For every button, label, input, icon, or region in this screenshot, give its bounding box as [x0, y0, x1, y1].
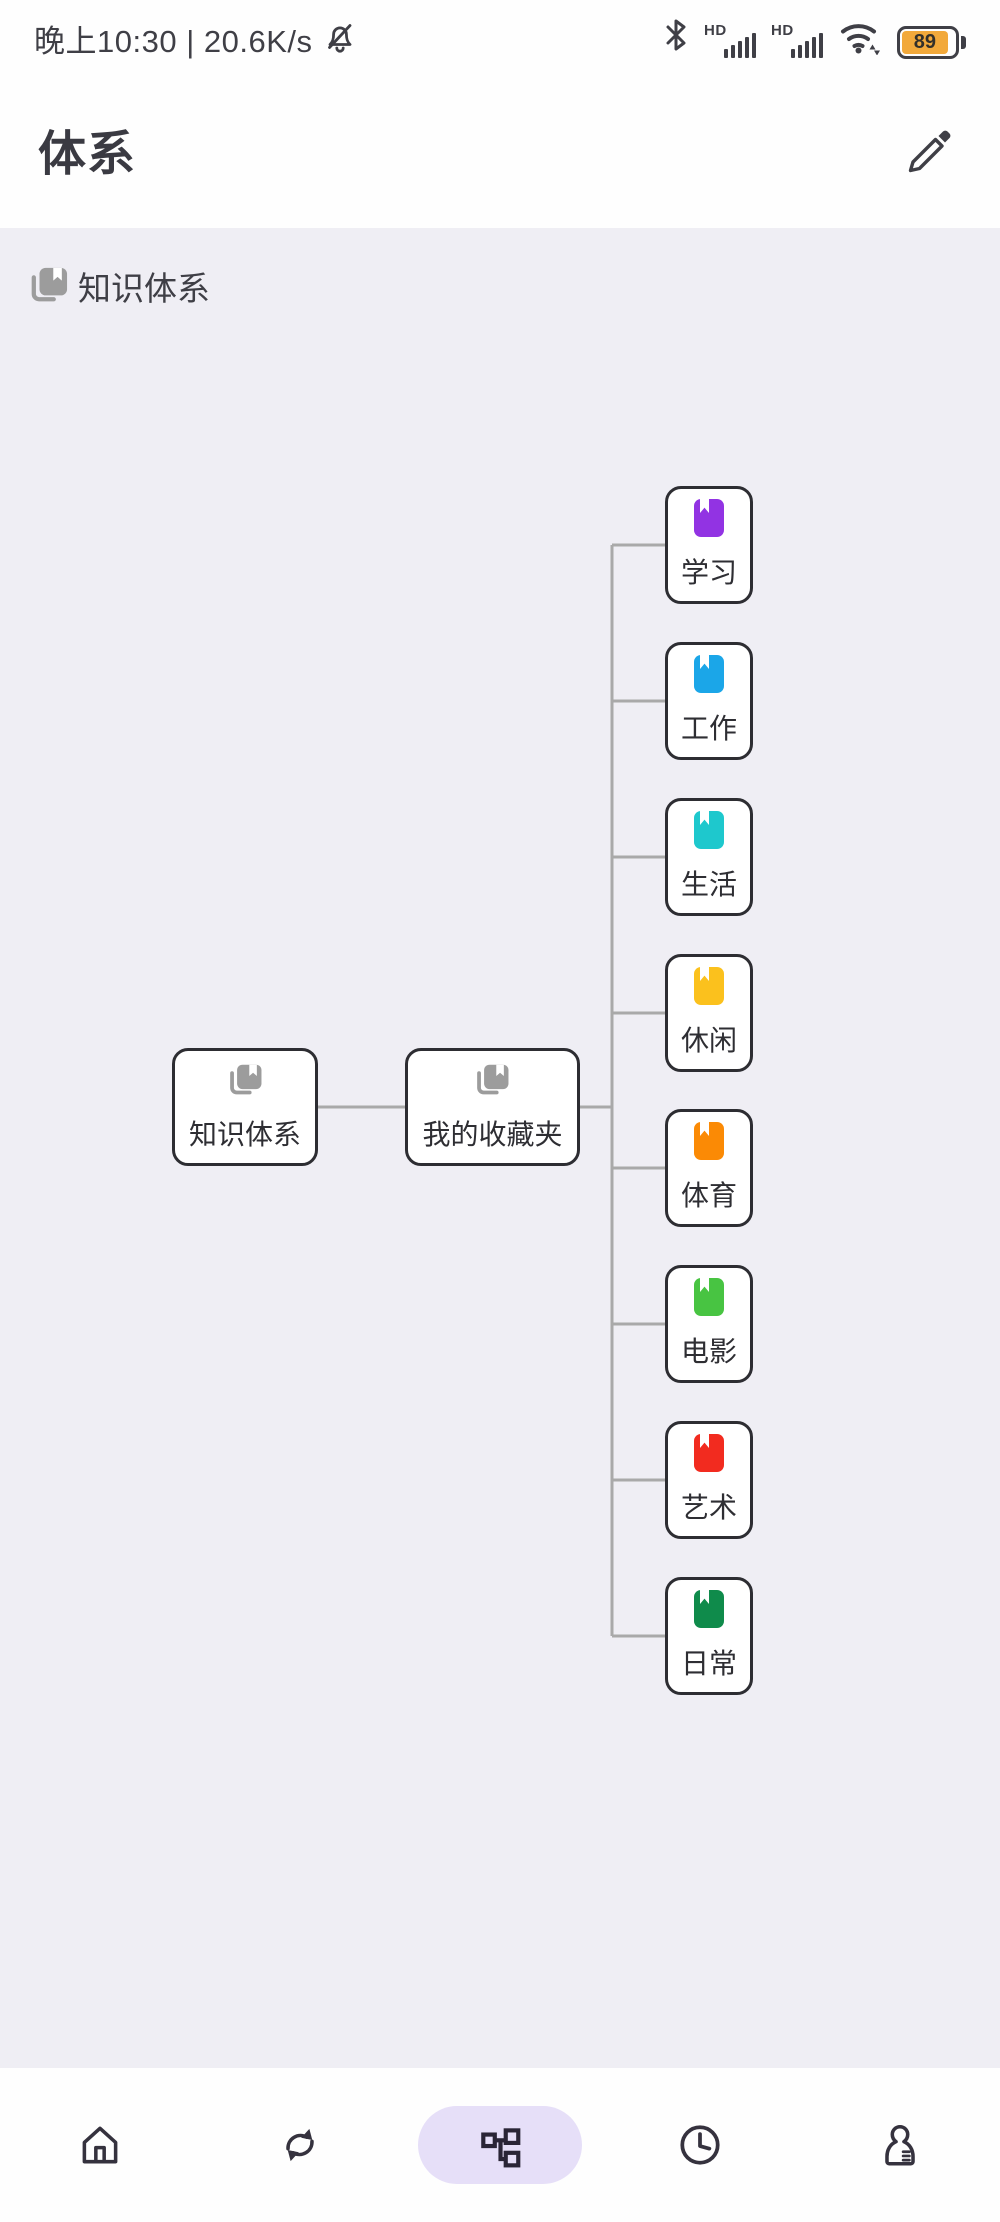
book-icon — [694, 811, 724, 849]
status-left: 晚上10:30 | 20.6K/s — [34, 16, 358, 61]
book-icon — [694, 1590, 724, 1628]
mindmap-node-child[interactable]: 体育 — [665, 1109, 753, 1227]
mindmap-node-root[interactable]: 知识体系 — [172, 1048, 318, 1166]
page-title: 体系 — [38, 128, 137, 181]
mindmap-node-child[interactable]: 学习 — [665, 486, 753, 604]
nav-item-history[interactable] — [600, 2120, 800, 2170]
mindmap-node-child[interactable]: 艺术 — [665, 1421, 753, 1539]
book-stack-icon — [227, 1062, 264, 1101]
mindmap-node-child[interactable]: 生活 — [665, 798, 753, 916]
mindmap-node-child[interactable]: 休闲 — [665, 954, 753, 1072]
battery-cap — [961, 35, 966, 49]
signal-hd-icon: HD — [704, 21, 756, 60]
node-label: 学习 — [680, 557, 737, 588]
bookmark-ribbon — [700, 499, 709, 513]
bluetooth-icon — [663, 17, 689, 58]
battery-body: 89 — [897, 25, 959, 59]
node-label: 体育 — [680, 1180, 737, 1211]
book-icon — [694, 1434, 724, 1472]
node-label: 工作 — [680, 713, 737, 744]
nav-item-home[interactable] — [0, 2120, 200, 2170]
node-label: 我的收藏夹 — [422, 1118, 563, 1150]
book-icon — [694, 655, 724, 693]
node-label: 日常 — [680, 1648, 737, 1679]
mindmap-canvas: 知识体系 — [0, 228, 1000, 2068]
history-clock-icon — [675, 2120, 725, 2170]
hd-badge: HD — [771, 21, 794, 39]
book-icon — [694, 1278, 724, 1316]
bookmark-ribbon — [700, 655, 709, 669]
bookmark-ribbon — [700, 967, 709, 981]
node-label: 电影 — [680, 1336, 737, 1367]
mindmap-node-child[interactable]: 电影 — [665, 1265, 753, 1383]
bookmark-ribbon — [700, 1278, 709, 1292]
status-right: HD HD — [663, 17, 966, 60]
nav-item-mindmap[interactable] — [400, 2106, 600, 2184]
profile-icon — [875, 2120, 925, 2170]
battery-level: 89 — [902, 30, 948, 54]
book-stack-icon — [474, 1062, 511, 1101]
hd-badge: HD — [704, 21, 727, 39]
wifi-icon — [838, 18, 882, 60]
bookmark-ribbon — [700, 1434, 709, 1448]
node-label: 艺术 — [680, 1492, 737, 1523]
node-label: 知识体系 — [188, 1118, 301, 1150]
bookmark-ribbon — [700, 1122, 709, 1136]
mindmap-node-child[interactable]: 工作 — [665, 642, 753, 760]
book-icon — [694, 499, 724, 537]
book-icon — [694, 967, 724, 1005]
nav-item-profile[interactable] — [800, 2120, 1000, 2170]
mindmap-node-child[interactable]: 日常 — [665, 1577, 753, 1695]
breadcrumb-label: 知识体系 — [78, 270, 210, 307]
bookmark-ribbon — [700, 811, 709, 825]
home-icon — [75, 2120, 125, 2170]
signal-hd-icon-2: HD — [771, 21, 823, 60]
signal-bars — [723, 32, 756, 58]
pencil-edit-icon — [901, 120, 955, 179]
nav-item-sync[interactable] — [200, 2120, 400, 2170]
bottom-nav — [0, 2068, 1000, 2222]
status-time-text: 晚上10:30 | 20.6K/s — [34, 23, 313, 59]
signal-bars — [790, 32, 823, 58]
node-label: 休闲 — [680, 1025, 737, 1056]
sync-icon — [275, 2120, 325, 2170]
mindmap-connectors — [318, 543, 668, 1638]
edit-button[interactable] — [900, 121, 956, 177]
bookmark-ribbon — [700, 1590, 709, 1604]
mindmap-node-parent[interactable]: 我的收藏夹 — [405, 1048, 580, 1166]
mindmap-tree-icon — [476, 2121, 524, 2169]
status-bar: 晚上10:30 | 20.6K/s HD — [0, 0, 1000, 70]
node-label: 生活 — [680, 869, 737, 900]
app-header: 体系 — [0, 70, 1000, 228]
bell-muted-icon — [322, 18, 358, 59]
book-stack-icon — [28, 265, 70, 308]
battery-icon: 89 — [897, 25, 966, 59]
book-icon — [694, 1122, 724, 1160]
breadcrumb[interactable]: 知识体系 — [28, 262, 210, 310]
active-tab-pill — [418, 2106, 582, 2184]
